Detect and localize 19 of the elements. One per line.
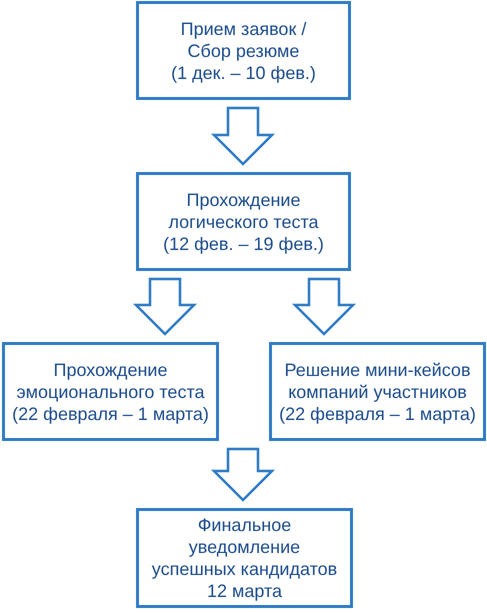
step-title: Решение мини-кейсов компаний участников <box>283 358 472 402</box>
process-box <box>2 342 219 441</box>
block-arrow <box>210 106 276 166</box>
process-box <box>136 1 351 100</box>
step-title: Прием заявок / Сбор резюме <box>180 18 308 62</box>
date-range: (1 дек. – 10 фев.) <box>171 62 316 84</box>
date-range: (22 февраля – 1 марта) <box>12 402 209 424</box>
process-box <box>136 172 351 271</box>
block-arrow <box>132 278 198 336</box>
block-arrow <box>210 448 276 502</box>
date-range: 12 марта <box>206 580 282 602</box>
step-title: Финальное уведомление успешных кандидатов <box>150 514 338 580</box>
step-title: Прохождение эмоционального теста <box>15 358 206 402</box>
process-box <box>136 508 353 608</box>
block-arrow <box>292 278 356 336</box>
date-range: (22 февраля – 1 марта) <box>279 402 476 424</box>
step-title: Прохождение логического теста <box>167 188 320 232</box>
process-box <box>269 342 486 441</box>
date-range: (12 фев. – 19 фев.) <box>163 232 324 254</box>
